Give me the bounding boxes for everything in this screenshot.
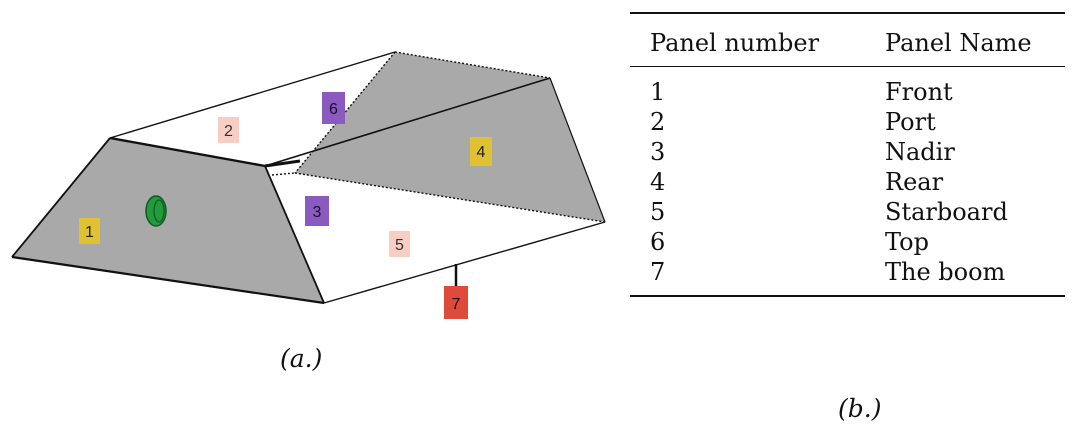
cell-name: The boom <box>885 258 1006 286</box>
cell-name: Port <box>885 108 936 136</box>
cell-number: 7 <box>650 258 666 286</box>
table-row: 1 Front <box>630 77 1065 107</box>
svg-text:7: 7 <box>452 296 461 313</box>
cell-name: Nadir <box>885 138 955 166</box>
panel-body-table: 1 Front 2 Port 3 Nadir 4 Rear 5 Starboar… <box>630 77 1065 287</box>
svg-text:3: 3 <box>313 204 322 221</box>
panel-table: Panel number Panel Name 1 Front 2 Port 3… <box>630 12 1065 297</box>
table-mid-rule <box>630 66 1065 67</box>
caption-b: (b.) <box>838 394 882 423</box>
table-row: 6 Top <box>630 227 1065 257</box>
cell-number: 4 <box>650 168 666 196</box>
cell-number: 1 <box>650 78 666 106</box>
caption-a: (a.) <box>280 344 323 373</box>
cell-name: Starboard <box>885 198 1008 226</box>
table-row: 3 Nadir <box>630 137 1065 167</box>
svg-text:6: 6 <box>329 101 338 118</box>
panel-rear-face <box>295 52 605 222</box>
header-panel-name: Panel Name <box>885 29 1032 57</box>
panel-front-face <box>12 138 324 303</box>
table-row: 4 Rear <box>630 167 1065 197</box>
cell-number: 5 <box>650 198 666 226</box>
cell-name: Front <box>885 78 953 106</box>
svg-text:1: 1 <box>85 224 94 241</box>
label-panel-5: 5 <box>389 231 410 257</box>
cell-name: Rear <box>885 168 944 196</box>
label-panel-6: 6 <box>322 92 345 124</box>
cell-number: 6 <box>650 228 666 256</box>
label-panel-3: 3 <box>305 196 329 226</box>
dotted-edges <box>271 51 606 223</box>
label-panel-2: 2 <box>218 117 239 143</box>
table-row: 2 Port <box>630 107 1065 137</box>
svg-text:4: 4 <box>477 144 486 161</box>
cell-number: 2 <box>650 108 666 136</box>
table-row: 5 Starboard <box>630 197 1065 227</box>
label-panel-4: 4 <box>470 137 492 166</box>
panel-header-table: Panel number Panel Name <box>630 14 1065 58</box>
cell-name: Top <box>885 228 929 256</box>
svg-text:2: 2 <box>224 123 233 140</box>
cell-number: 3 <box>650 138 666 166</box>
svg-text:5: 5 <box>395 237 404 254</box>
table-bottom-rule <box>630 295 1065 297</box>
spacecraft-panel-diagram: 1 2 3 4 5 6 7 <box>11 51 606 319</box>
header-panel-number: Panel number <box>650 29 820 57</box>
table-row: 7 The boom <box>630 257 1065 287</box>
label-panel-7: 7 <box>444 286 468 319</box>
label-panel-1: 1 <box>79 218 100 244</box>
green-sensor-icon <box>145 195 167 227</box>
table-top-rule <box>630 12 1065 14</box>
